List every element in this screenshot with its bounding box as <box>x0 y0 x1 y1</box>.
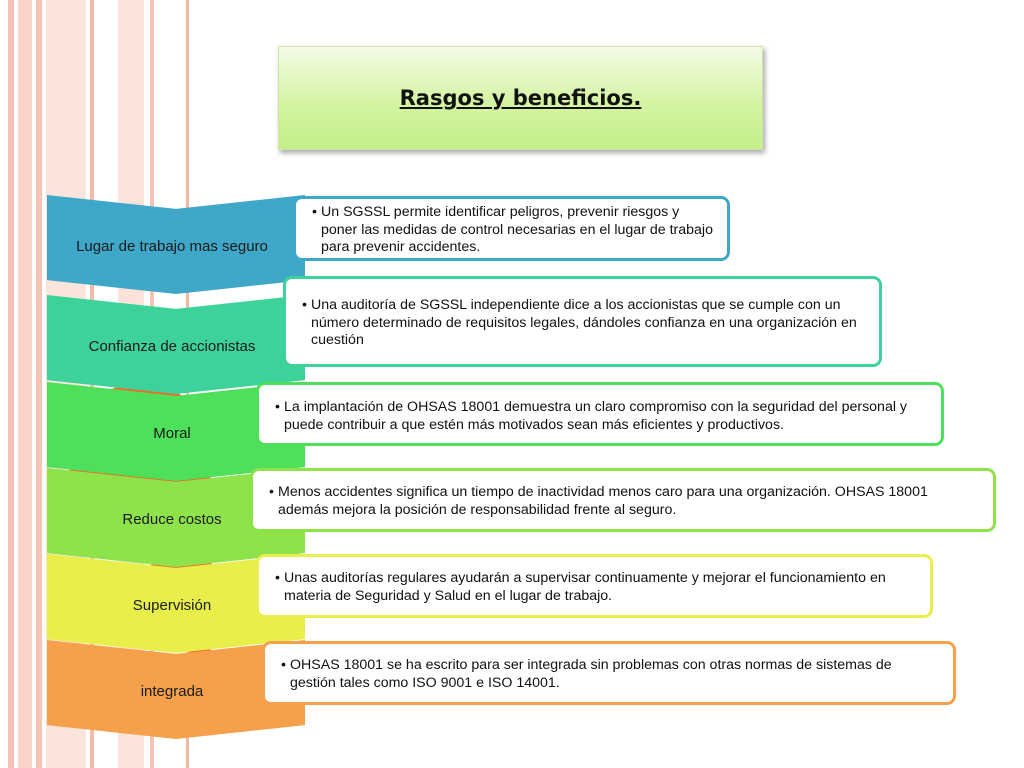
bullet-item: •Menos accidentes significa un tiempo de… <box>269 484 979 519</box>
bullet-item: •La implantación de OHSAS 18001 demuestr… <box>275 399 927 434</box>
description-box-integrada: •OHSAS 18001 se ha escrito para ser inte… <box>262 641 956 705</box>
description-text: Unas auditorías regulares ayudarán a sup… <box>284 570 886 604</box>
description-box-lugar-de-trabajo: •Un SGSSL permite identificar peligros, … <box>293 196 730 261</box>
bullet-item: •OHSAS 18001 se ha escrito para ser inte… <box>281 657 939 692</box>
page-title: Rasgos y beneficios. <box>399 86 642 110</box>
description-text: OHSAS 18001 se ha escrito para ser integ… <box>290 657 892 691</box>
chevron-label: Moral <box>153 425 191 442</box>
description-box-reduce-costos: •Menos accidentes significa un tiempo de… <box>250 468 996 532</box>
chevron-label: Reduce costos <box>122 511 222 528</box>
title-box: Rasgos y beneficios. <box>278 46 763 150</box>
chevron-label: Lugar de trabajo mas seguro <box>76 238 268 255</box>
description-box-moral: •La implantación de OHSAS 18001 demuestr… <box>256 382 944 446</box>
description-text: Menos accidentes significa un tiempo de … <box>278 484 928 518</box>
description-text: Un SGSSL permite identificar peligros, p… <box>321 204 713 255</box>
bullet-item: •Una auditoría de SGSSL independiente di… <box>302 297 865 350</box>
description-text: La implantación de OHSAS 18001 demuestra… <box>284 399 908 433</box>
bullet-item: •Un SGSSL permite identificar peligros, … <box>312 204 713 255</box>
description-text: Una auditoría de SGSSL independiente dic… <box>311 297 857 348</box>
bullet-item: •Unas auditorías regulares ayudarán a su… <box>275 570 916 605</box>
description-box-supervision: •Unas auditorías regulares ayudarán a su… <box>256 554 933 618</box>
description-box-confianza: •Una auditoría de SGSSL independiente di… <box>283 276 882 367</box>
chevron-lugar-de-trabajo: Lugar de trabajo mas seguro <box>47 195 305 294</box>
chevron-confianza: Confianza de accionistas <box>47 295 305 394</box>
chevron-label: integrada <box>140 683 204 700</box>
chevron-label: Confianza de accionistas <box>88 338 256 355</box>
chevron-label: Supervisión <box>132 597 212 614</box>
